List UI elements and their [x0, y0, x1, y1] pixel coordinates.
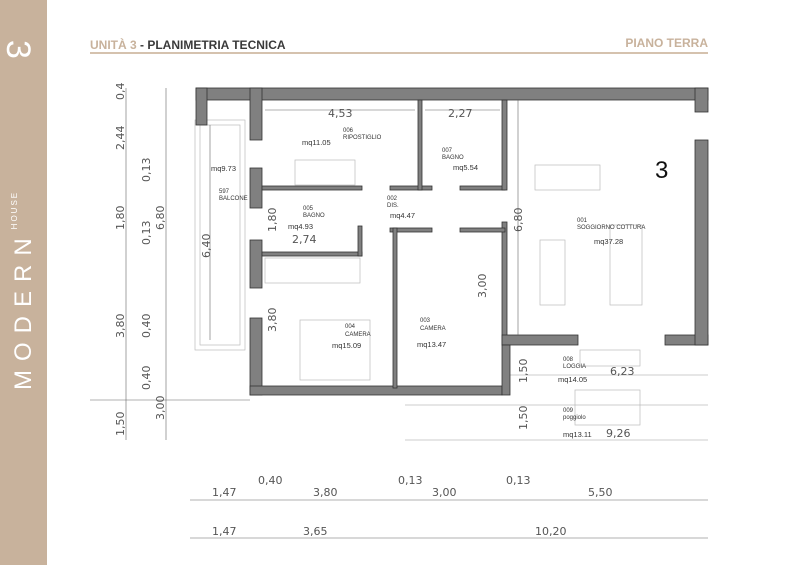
dim-3-80: 3,80 [266, 308, 279, 333]
dim-left: 0,13 [140, 221, 153, 246]
dim-2-74: 2,74 [292, 233, 317, 246]
svg-text:002: 002 [387, 196, 398, 202]
svg-text:poggiolo: poggiolo [563, 415, 586, 421]
dimension-labels: 4,53 2,27 2,74 1,80 3,80 3,00 6,80 6,40 … [114, 83, 635, 539]
dim-6-23: 6,23 [610, 365, 635, 378]
dim-1-50b: 1,50 [517, 406, 530, 431]
dim-6-40: 6,40 [200, 234, 213, 259]
svg-text:mq14.05: mq14.05 [558, 375, 587, 384]
dim-1-80: 1,80 [266, 208, 279, 233]
svg-text:CAMERA: CAMERA [420, 326, 446, 332]
furniture-outlines [194, 119, 708, 441]
walls [195, 87, 709, 396]
svg-text:LOGGIA: LOGGIA [563, 364, 586, 370]
svg-text:597: 597 [219, 189, 230, 195]
dim-left: 1,50 [114, 412, 127, 437]
svg-text:SOGGIORNO COTTURA: SOGGIORNO COTTURA [577, 225, 645, 231]
dim-left: 1,80 [114, 206, 127, 231]
svg-text:mq9.73: mq9.73 [211, 164, 236, 173]
svg-text:004: 004 [345, 324, 356, 330]
svg-text:mq5.54: mq5.54 [453, 163, 478, 172]
svg-text:mq13.47: mq13.47 [417, 340, 446, 349]
page-title: UNITÀ 3 - PLANIMETRIA TECNICA [90, 38, 286, 52]
svg-text:BAGNO: BAGNO [442, 155, 464, 161]
dim-left: 0,40 [140, 366, 153, 391]
dim-9-26: 9,26 [606, 427, 631, 440]
dim-left: 3,80 [114, 314, 127, 339]
svg-text:mq37.28: mq37.28 [594, 237, 623, 246]
dim-4-53: 4,53 [328, 107, 353, 120]
dimension-lines [90, 88, 708, 539]
dim-bottom: 0,13 [506, 474, 531, 487]
dim-bottom: 10,20 [535, 525, 567, 538]
svg-text:001: 001 [577, 218, 588, 224]
svg-text:mq4.47: mq4.47 [390, 211, 415, 220]
dim-bottom: 3,65 [303, 525, 328, 538]
dim-left-total: 6,80 [154, 206, 167, 231]
svg-text:005: 005 [303, 206, 314, 212]
dim-6-80: 6,80 [512, 208, 525, 233]
dim-bottom: 0,40 [258, 474, 283, 487]
unit-number: 3 [655, 157, 668, 184]
svg-text:BALCONE: BALCONE [219, 196, 248, 202]
title-separator: - [136, 38, 148, 52]
brand-sidebar: 3 MODERNHOUSE [0, 0, 47, 565]
svg-text:006: 006 [343, 128, 354, 134]
svg-text:BAGNO: BAGNO [303, 213, 325, 219]
svg-text:RIPOSTIGLIO: RIPOSTIGLIO [343, 135, 382, 141]
dim-left: 0,13 [140, 158, 153, 183]
dim-left: 0,40 [140, 314, 153, 339]
unit-label: UNITÀ 3 [90, 38, 137, 52]
dim-bottom: 1,47 [212, 486, 237, 499]
dim-left: 2,44 [114, 126, 127, 151]
svg-text:007: 007 [442, 148, 453, 154]
page-header: UNITÀ 3 - PLANIMETRIA TECNICA PIANO TERR… [90, 36, 708, 54]
dim-2-27: 2,27 [448, 107, 473, 120]
dim-left: 0,4 [114, 83, 127, 101]
svg-text:009: 009 [563, 408, 574, 414]
dim-left-total: 3,00 [154, 396, 167, 421]
dim-1-50a: 1,50 [517, 359, 530, 384]
svg-text:CAMERA: CAMERA [345, 332, 371, 338]
dim-bottom: 3,80 [313, 486, 338, 499]
svg-text:mq13.11: mq13.11 [563, 430, 592, 439]
dim-3-00: 3,00 [476, 274, 489, 299]
svg-text:003: 003 [420, 318, 431, 324]
svg-text:mq11.05: mq11.05 [302, 138, 331, 147]
svg-text:008: 008 [563, 357, 574, 363]
svg-text:mq15.09: mq15.09 [332, 341, 361, 350]
dim-bottom: 1,47 [212, 525, 237, 538]
plan-title: PLANIMETRIA TECNICA [147, 38, 286, 52]
svg-text:DIS.: DIS. [387, 203, 399, 209]
dim-bottom: 5,50 [588, 486, 613, 499]
dim-bottom: 0,13 [398, 474, 423, 487]
svg-text:mq4.93: mq4.93 [288, 222, 313, 231]
floor-label: PIANO TERRA [625, 36, 708, 50]
dim-bottom: 3,00 [432, 486, 457, 499]
